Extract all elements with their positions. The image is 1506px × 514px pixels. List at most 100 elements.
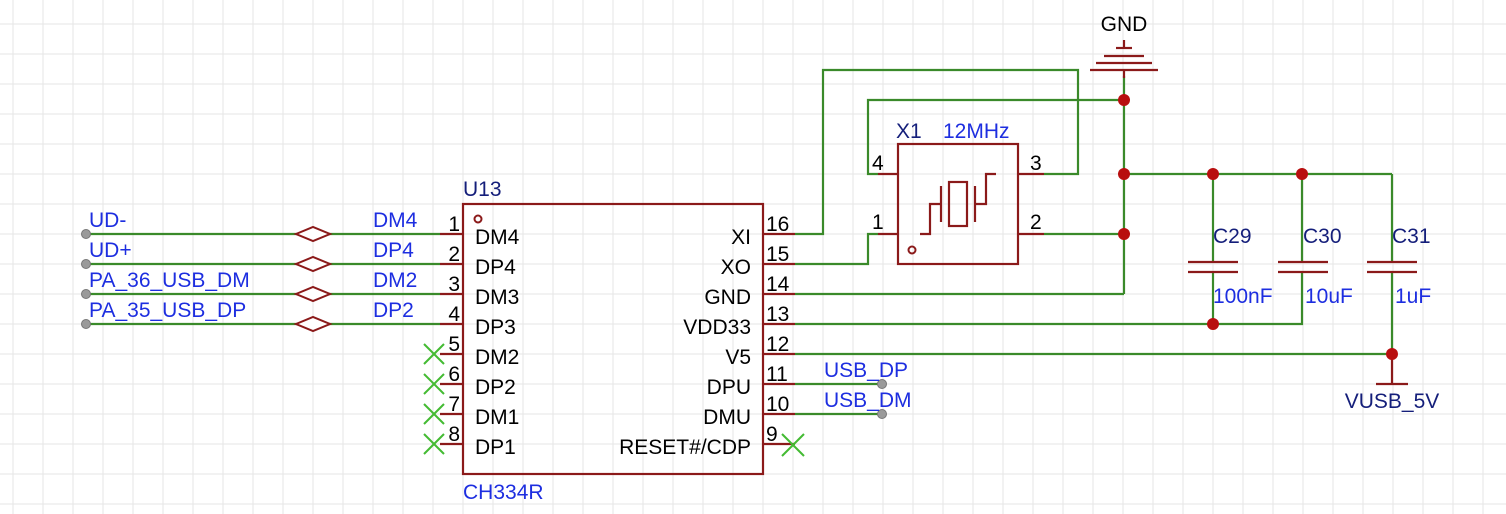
pin1-marker	[473, 214, 483, 224]
u13-pin-name: DM4	[475, 226, 520, 249]
net-label-usb-dm: USB_DM	[824, 389, 912, 412]
u13-pin-number: 13	[766, 303, 789, 326]
c29-value: 100nF	[1213, 285, 1273, 308]
c29-ref: C29	[1213, 225, 1252, 248]
port-label-pa36: PA_36_USB_DM	[89, 269, 250, 292]
u13-pin-number: 7	[448, 393, 460, 416]
u13-pin-number: 2	[448, 243, 460, 266]
capacitor-c29[interactable]: C29 100nF	[1188, 225, 1273, 308]
u13-pin-number: 16	[766, 213, 789, 236]
u13-pin-number: 9	[766, 423, 778, 446]
gnd-label: GND	[1101, 13, 1148, 36]
x1-body	[896, 142, 1020, 266]
series-diamond-3	[293, 285, 333, 303]
junction-x1-pin2	[1118, 228, 1130, 240]
vusb-label: VUSB_5V	[1345, 390, 1440, 413]
u13-pin-name: DM1	[475, 406, 519, 429]
u13-pin-number: 1	[448, 213, 460, 236]
junction-gnd-top	[1118, 94, 1130, 106]
u13-pin-number: 5	[448, 333, 460, 356]
no-connect-pin5	[423, 343, 445, 365]
junctions	[1118, 94, 1398, 360]
x1-crystal-lead-right	[975, 172, 996, 206]
x1-quartz	[947, 180, 969, 228]
port-ud-minus[interactable]	[81, 229, 91, 239]
u13-value: CH334R	[463, 481, 544, 504]
x1-pin4-num: 4	[872, 152, 884, 175]
net-label-dm2: DM2	[373, 269, 417, 292]
junction-vdd33	[1207, 318, 1219, 330]
u13-pin-number: 4	[448, 303, 460, 326]
wire-xo	[795, 232, 878, 266]
capacitor-c30[interactable]: C30 10uF	[1278, 225, 1353, 308]
port-pa35[interactable]	[81, 319, 91, 329]
gnd-symbol[interactable]: GND	[1090, 13, 1158, 78]
port-label-pa35: PA_35_USB_DP	[89, 299, 246, 322]
x1-value: 12MHz	[943, 120, 1010, 143]
no-connect-marks	[423, 343, 805, 457]
c31-value: 1uF	[1395, 285, 1431, 308]
series-diamond-1	[293, 225, 333, 243]
no-connect-pin6	[423, 373, 445, 395]
u13-pin-name: XO	[721, 256, 751, 279]
u13-pin-number: 8	[448, 423, 460, 446]
u13-pin-number: 14	[766, 273, 790, 296]
port-ud-plus[interactable]	[81, 259, 91, 269]
wires	[88, 68, 1394, 416]
c30-value: 10uF	[1305, 285, 1353, 308]
junction-gnd-cap	[1118, 168, 1130, 180]
no-connect-pin7	[423, 403, 445, 425]
x1-pin1-marker	[907, 245, 917, 255]
port-pa36[interactable]	[81, 289, 91, 299]
u13-pin-name: VDD33	[683, 316, 751, 339]
net-label-dp2: DP2	[373, 299, 414, 322]
wire-xi	[795, 68, 1080, 236]
junction-c30-top	[1296, 168, 1308, 180]
u13-pin-name: V5	[725, 346, 751, 369]
x1-crystal-lead-left	[920, 202, 941, 236]
c30-ref: C30	[1303, 225, 1342, 248]
port-label-ud-plus: UD+	[89, 239, 132, 262]
u13-pin-name: XI	[731, 226, 751, 249]
capacitor-c31[interactable]: C31 1uF	[1367, 225, 1431, 308]
u13-ref: U13	[463, 178, 502, 201]
series-diamond-4	[293, 315, 333, 333]
u13-pin-name: RESET#/CDP	[619, 436, 751, 459]
c31-ref: C31	[1392, 225, 1431, 248]
u13-pin-number: 6	[448, 363, 460, 386]
port-usb-dp[interactable]	[877, 379, 887, 389]
u13-pin-name: GND	[704, 286, 751, 309]
u13-pin-name: DM2	[475, 346, 519, 369]
net-label-usb-dp: USB_DP	[824, 359, 908, 382]
junction-v5	[1386, 348, 1398, 360]
port-usb-dm[interactable]	[877, 409, 887, 419]
u13-pin-name: DPU	[707, 376, 751, 399]
right-nets: USB_DP USB_DM	[824, 359, 912, 419]
no-connect-pin9	[781, 433, 805, 457]
u13-pin-name: DMU	[703, 406, 751, 429]
u13-pin-name: DP3	[475, 316, 516, 339]
x1-pin3-num: 3	[1030, 152, 1042, 175]
wire-c30-bot	[1213, 272, 1304, 326]
u13-pin-number: 12	[766, 333, 789, 356]
u13-body	[461, 202, 765, 476]
wire-x1-pin4	[866, 98, 1124, 176]
u13-pin-name: DP4	[475, 256, 516, 279]
u13-pin-number: 15	[766, 243, 789, 266]
port-label-ud-minus: UD-	[89, 209, 126, 232]
u13-pin-number: 11	[766, 363, 788, 386]
junction-c29-top	[1207, 168, 1219, 180]
u13-pin-number: 10	[766, 393, 789, 416]
crystal-x1[interactable]: X1 12MHz 1 2 3 4	[872, 120, 1044, 266]
x1-pin1-num: 1	[872, 211, 884, 234]
u13-pin-name: DP2	[475, 376, 516, 399]
u13-pin-number: 3	[448, 273, 460, 296]
left-nets: UD- UD+ PA_36_USB_DM PA_35_USB_DP DM4 DP…	[81, 209, 418, 333]
u13-pin-name: DM3	[475, 286, 519, 309]
net-label-dm4: DM4	[373, 209, 418, 232]
series-diamond-2	[293, 255, 333, 273]
no-connect-pin8	[423, 433, 445, 455]
